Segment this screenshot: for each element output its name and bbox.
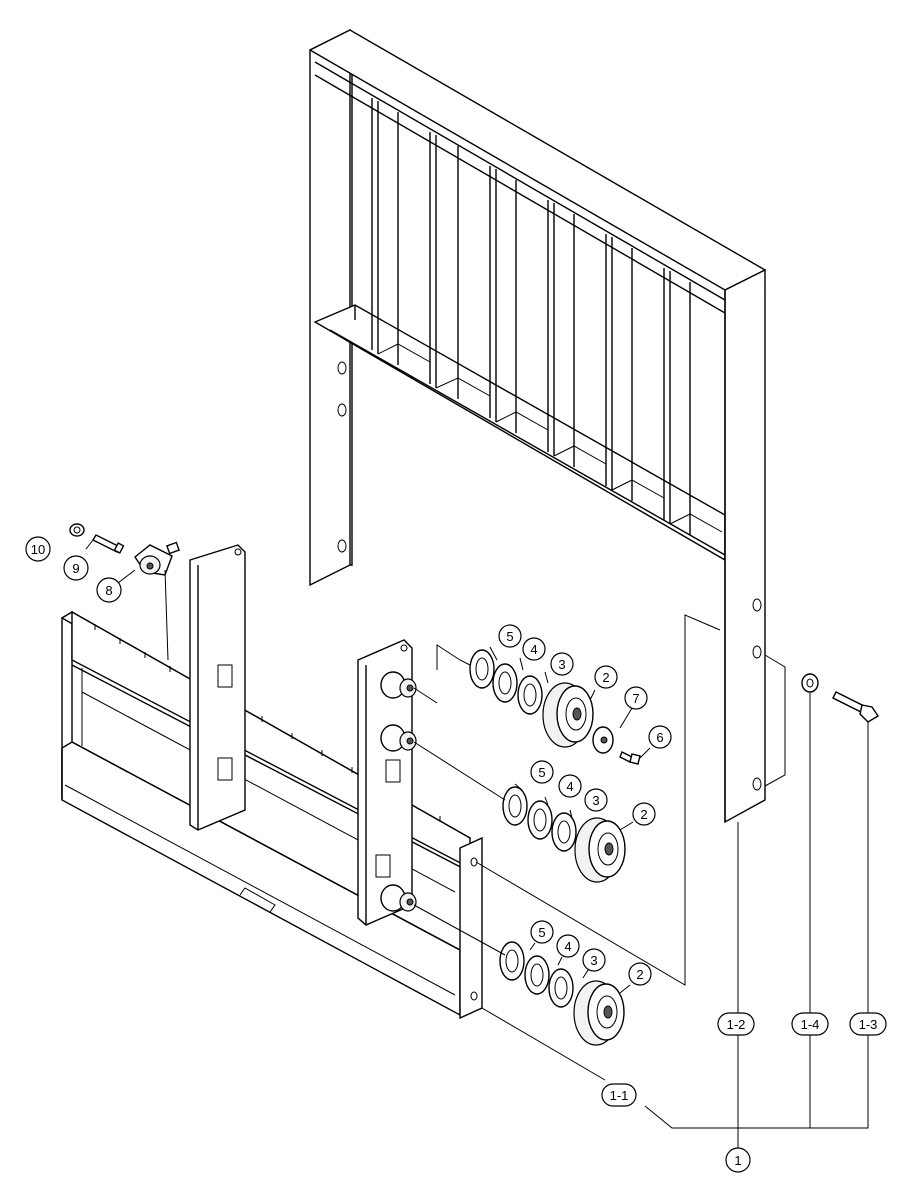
callout-label: 10 — [31, 542, 45, 557]
callout-5-middle: 5 — [530, 760, 554, 784]
callout-3-bottom: 3 — [582, 948, 606, 972]
callout-label: 3 — [590, 953, 597, 968]
callout-1: 1 — [725, 1147, 751, 1173]
roller-set-middle — [502, 786, 626, 883]
callout-4-bottom: 4 — [556, 934, 580, 958]
callout-label: 5 — [538, 925, 545, 940]
callout-label: 9 — [72, 561, 79, 576]
callout-5-bottom: 5 — [530, 920, 554, 944]
callout-1-1: 1-1 — [601, 1083, 637, 1107]
callout-5-top: 5 — [498, 624, 522, 648]
callout-7: 7 — [624, 686, 648, 710]
callout-label: 1-1 — [610, 1088, 629, 1103]
callout-label: 1 — [734, 1153, 741, 1168]
callout-label: 1-2 — [727, 1017, 746, 1032]
callout-3-top: 3 — [550, 652, 574, 676]
callout-2-bottom: 2 — [628, 962, 652, 986]
callout-label: 3 — [592, 793, 599, 808]
callout-9: 9 — [63, 555, 89, 581]
backrest-fasteners — [801, 673, 879, 723]
callout-label: 8 — [105, 583, 112, 598]
callout-10: 10 — [25, 536, 51, 562]
callout-label: 5 — [538, 765, 545, 780]
roller-set-top — [469, 649, 641, 765]
callout-label: 4 — [530, 642, 537, 657]
callout-6: 6 — [648, 725, 672, 749]
callout-label: 4 — [566, 779, 573, 794]
callout-label: 2 — [636, 967, 643, 982]
callout-label: 7 — [632, 691, 639, 706]
callout-3-middle: 3 — [584, 788, 608, 812]
callout-4-top: 4 — [522, 637, 546, 661]
leader-lines — [85, 539, 869, 1148]
callout-label: 5 — [506, 629, 513, 644]
fork-carriage — [60, 544, 483, 1020]
callout-label: 3 — [558, 657, 565, 672]
callout-1-2: 1-2 — [717, 1012, 755, 1036]
callout-label: 6 — [656, 730, 663, 745]
callout-label: 2 — [640, 807, 647, 822]
load-backrest — [308, 28, 767, 824]
callout-label: 4 — [564, 939, 571, 954]
callout-4-middle: 4 — [558, 774, 582, 798]
callout-2-middle: 2 — [632, 802, 656, 826]
small-parts-left — [69, 523, 180, 661]
callout-1-4: 1-4 — [791, 1012, 829, 1036]
callout-label: 1-4 — [801, 1017, 820, 1032]
roller-set-bottom — [499, 941, 625, 1046]
callout-label: 1-3 — [859, 1017, 878, 1032]
callout-label: 2 — [602, 670, 609, 685]
callout-2-top: 2 — [594, 665, 618, 689]
callout-1-3: 1-3 — [849, 1012, 887, 1036]
callout-8: 8 — [96, 577, 122, 603]
